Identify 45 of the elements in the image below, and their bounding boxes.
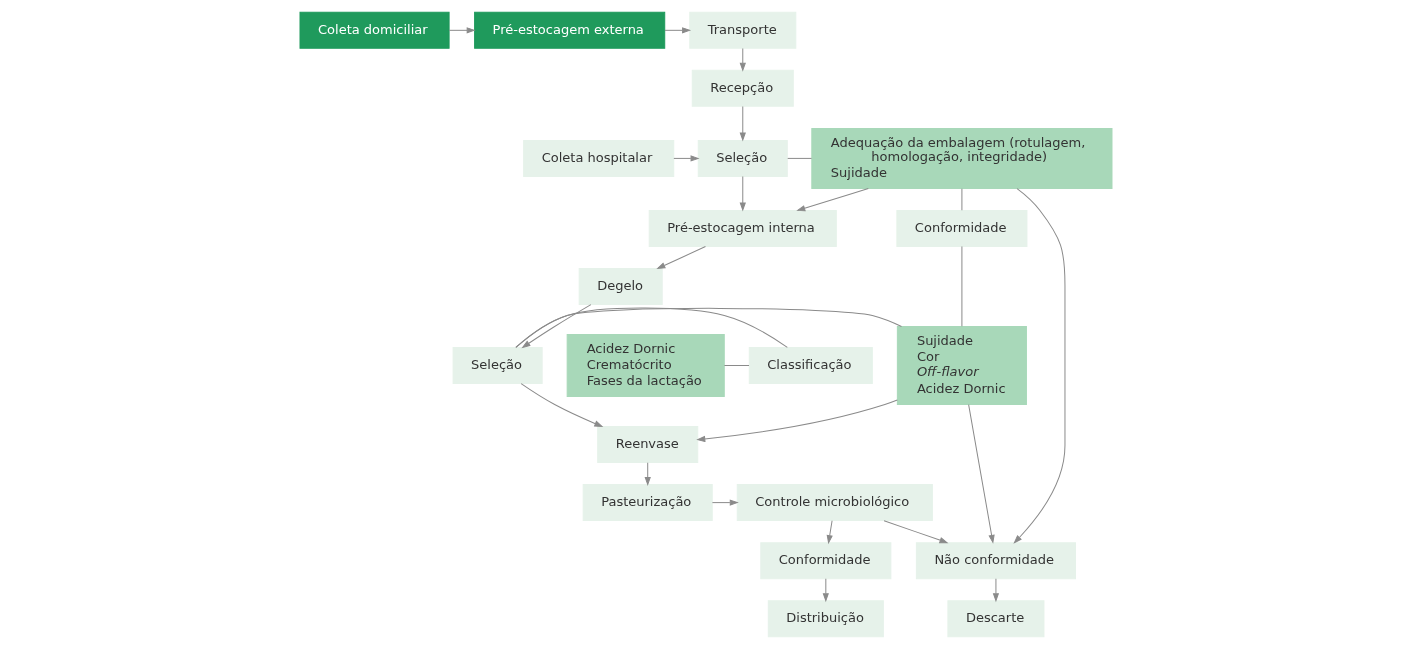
node-box: Seleção [452, 347, 543, 385]
arrow [993, 578, 999, 602]
node-box: Conformidade [760, 542, 892, 580]
connector [515, 307, 902, 348]
arrow [1013, 188, 1066, 544]
node-box: Transporte [689, 11, 797, 49]
node-box: Reenvase [597, 426, 699, 464]
node-box: Não conformidade [915, 542, 1076, 580]
arrow [657, 246, 706, 269]
arrow [664, 27, 691, 34]
arrow [697, 399, 898, 442]
node-box: Pré-estocagem interna [648, 209, 837, 247]
node-box: Distribuição [767, 600, 884, 638]
arrow [673, 155, 699, 162]
node-box: Classificação [748, 347, 873, 385]
node-box: Degelo [578, 267, 663, 305]
connector [723, 365, 750, 367]
arrow [522, 304, 592, 348]
node-box: Descarte [947, 600, 1045, 638]
arrow [448, 27, 475, 34]
arrow [739, 176, 746, 211]
node-box: Recepção [691, 69, 794, 107]
node-box: Pré-estocagem externa [474, 11, 666, 49]
arrow [739, 47, 746, 71]
arrow [797, 187, 869, 212]
node-box: Coleta hospitalar [523, 139, 675, 177]
node-box: Acidez Dornic Crematócrito Fases da lactação [566, 334, 725, 398]
arrow [644, 462, 651, 486]
arrow [520, 383, 603, 427]
arrow [711, 499, 738, 506]
node-box: Pasteurização [582, 484, 713, 522]
connector [961, 246, 963, 327]
arrow [826, 520, 833, 544]
arrow [968, 404, 995, 543]
node-box: Adequação da embalagem (rotulagem, homologação, integridade) Sujidade [811, 127, 1113, 189]
node-box: Sujidade Cor Off-flavor Acidez Dornic [896, 326, 1027, 406]
node-box: Conformidade [896, 209, 1028, 247]
arrow [883, 520, 948, 544]
connector [787, 157, 812, 159]
arrow [739, 106, 746, 141]
node-box: Controle microbiológico [736, 484, 933, 522]
arrow [822, 578, 829, 602]
node-box: Coleta domiciliar [299, 11, 450, 49]
connector [961, 188, 963, 211]
node-box: Seleção [697, 139, 788, 177]
